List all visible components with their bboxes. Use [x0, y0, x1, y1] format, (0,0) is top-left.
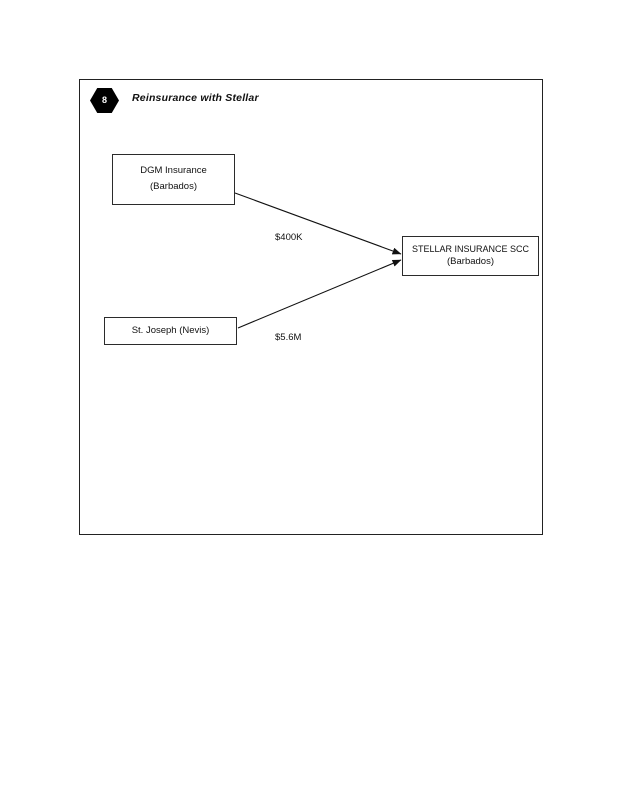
slide-number-badge: 8 — [90, 88, 119, 113]
edge-dgm-to-stellar — [234, 192, 402, 255]
connector-layer — [234, 192, 402, 329]
node-st-joseph[interactable]: St. Joseph (Nevis) — [104, 317, 237, 345]
edge-label-st-joseph-amount: $5.6M — [275, 332, 302, 343]
edge-label-dgm-amount: $400K — [275, 232, 303, 243]
edge-stjoseph-to-stellar — [237, 259, 402, 329]
slide-title: Reinsurance with Stellar — [132, 92, 259, 104]
node-stellar-insurance-scc[interactable]: STELLAR INSURANCE SCC (Barbados) — [402, 236, 539, 276]
node-st-joseph-name: St. Joseph (Nevis) — [131, 324, 210, 336]
node-stellar-name: STELLAR INSURANCE SCC — [411, 244, 530, 255]
node-dgm-name: DGM Insurance — [140, 165, 207, 177]
slide-frame: 8 Reinsurance with Stellar DGM Insurance… — [79, 79, 543, 535]
slide-number-label: 8 — [101, 95, 107, 105]
node-stellar-jurisdiction: (Barbados) — [447, 255, 494, 267]
node-dgm-insurance[interactable]: DGM Insurance (Barbados) — [112, 154, 235, 205]
node-dgm-jurisdiction: (Barbados) — [150, 181, 197, 193]
